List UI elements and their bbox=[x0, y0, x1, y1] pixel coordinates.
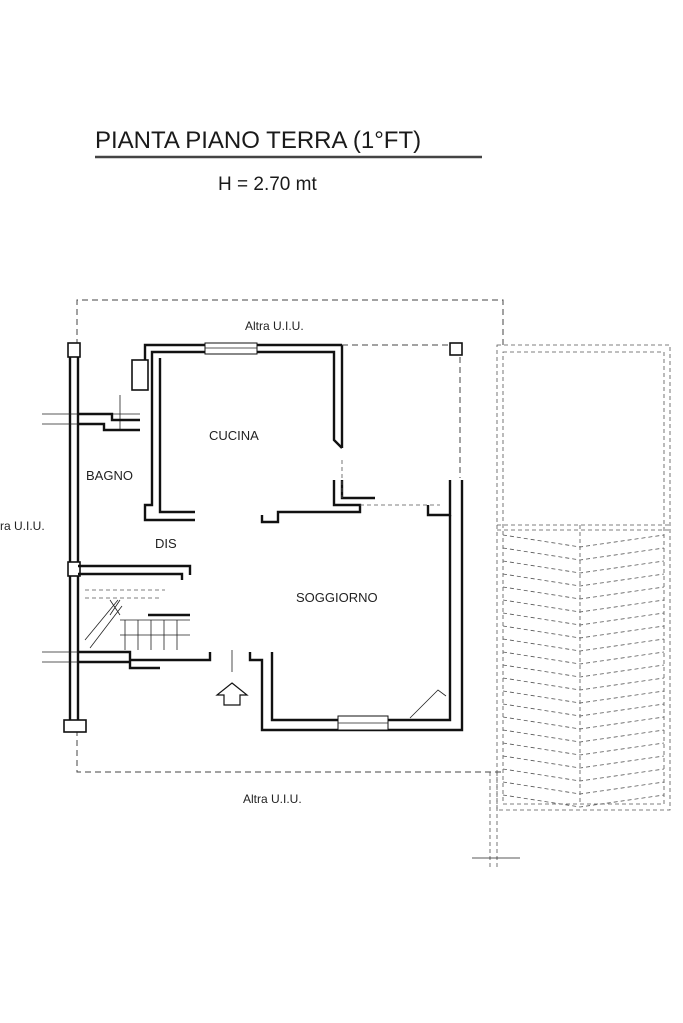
stair-treads bbox=[502, 534, 665, 808]
stair-tread bbox=[502, 690, 665, 704]
bathroom-stairs-walls bbox=[78, 412, 212, 670]
stair-tread bbox=[502, 716, 665, 730]
stair-tread bbox=[502, 586, 665, 600]
stair-tread bbox=[502, 794, 665, 808]
neighbor-outline bbox=[76, 299, 504, 773]
living-room-walls bbox=[231, 480, 464, 732]
stair-tread bbox=[502, 534, 665, 548]
stair-tread bbox=[502, 677, 665, 691]
stair-tread bbox=[502, 703, 665, 717]
kitchen-living-connection bbox=[260, 342, 463, 524]
external-stair-outline bbox=[472, 344, 671, 870]
height-label: H = 2.70 mt bbox=[218, 174, 317, 195]
entrance-arrow-icon bbox=[215, 682, 249, 706]
neighbor-label-left: ra U.I.U. bbox=[0, 519, 45, 533]
stair-tread bbox=[502, 599, 665, 613]
stair-tread bbox=[502, 755, 665, 769]
stair-tread bbox=[502, 664, 665, 678]
stair-tread bbox=[502, 547, 665, 561]
stair-tread bbox=[502, 560, 665, 574]
plan-title: PIANTA PIANO TERRA (1°FT) bbox=[95, 127, 421, 154]
left-boundary-wall bbox=[42, 342, 100, 733]
stair-tread bbox=[502, 573, 665, 587]
stair-tread bbox=[502, 651, 665, 665]
kitchen-walls bbox=[100, 342, 344, 522]
stair-tread bbox=[502, 638, 665, 652]
stair-tread bbox=[502, 781, 665, 795]
stair-tread bbox=[502, 729, 665, 743]
room-label-cucina: CUCINA bbox=[209, 428, 259, 443]
room-label-soggiorno: SOGGIORNO bbox=[296, 590, 378, 605]
neighbor-label-top: Altra U.I.U. bbox=[245, 319, 304, 333]
room-label-dis: DIS bbox=[155, 536, 177, 551]
stair-tread bbox=[502, 625, 665, 639]
stair-tread bbox=[502, 612, 665, 626]
stair-tread bbox=[502, 742, 665, 756]
room-label-bagno: BAGNO bbox=[86, 468, 133, 483]
stair-tread bbox=[502, 768, 665, 782]
neighbor-label-bottom: Altra U.I.U. bbox=[243, 792, 302, 806]
